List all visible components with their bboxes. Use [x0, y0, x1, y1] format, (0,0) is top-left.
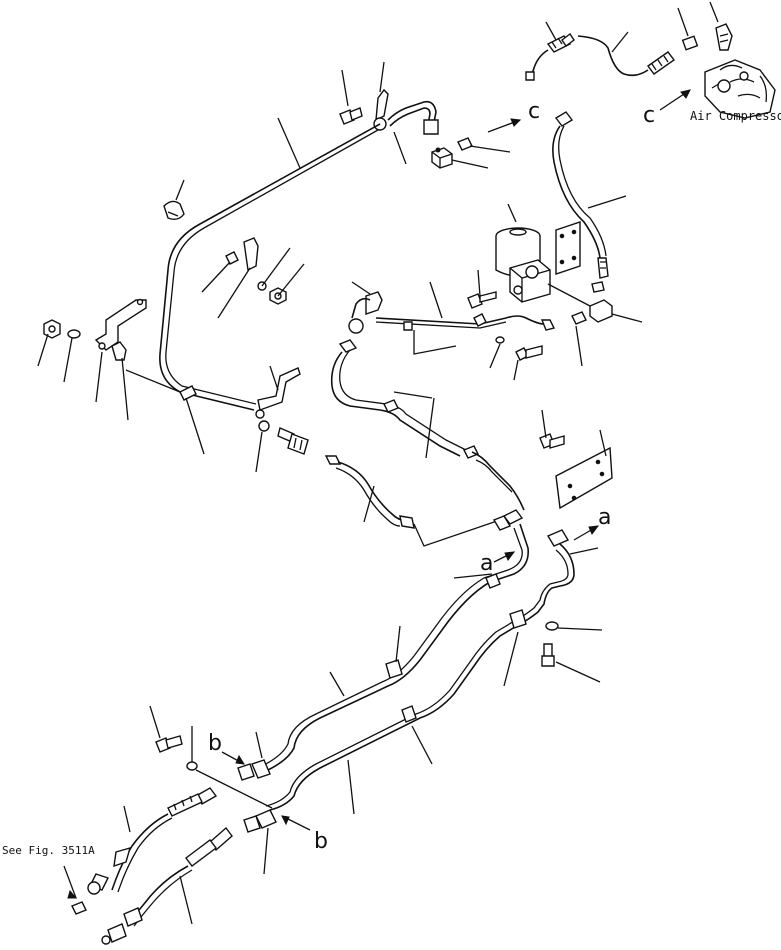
hose-lower-center [324, 455, 501, 547]
ref-b-upper-letter: b [208, 731, 222, 756]
air-compressor [704, 59, 776, 119]
valve-body [509, 259, 551, 303]
see-fig-label: See Fig. 3511A [2, 844, 95, 857]
hose-end-top-left [525, 21, 575, 81]
ref-b-lower-letter: b [314, 829, 328, 854]
elbow-upper-center [348, 281, 383, 334]
hose-fitting-top-right [577, 31, 675, 77]
bolt-washer-group-left [201, 237, 305, 319]
clamp-left-top [163, 179, 185, 221]
hose-fitting-middle-left [277, 427, 309, 455]
pipe-long-lower-lower [265, 529, 599, 815]
washer-lower-left [186, 726, 273, 809]
plug-top-middle [457, 137, 511, 153]
clip-mid-left [125, 369, 205, 455]
ref-c-left-letter: c [528, 99, 540, 124]
bracket-plate-right [555, 429, 613, 510]
bolt-lower-left [149, 705, 183, 753]
valve-block-small [431, 147, 489, 169]
nut-left [37, 319, 61, 367]
bracket-top [375, 61, 389, 122]
pipe-long-lower-upper [261, 523, 530, 771]
see-fig-reference: See Fig. 3511A [2, 844, 95, 915]
hose-lower-left-upper [87, 787, 218, 895]
washer-bolt-center [489, 336, 543, 381]
ref-a-right-letter: a [598, 505, 611, 530]
clamp-right-small [453, 515, 512, 579]
hose-right-vertical [552, 111, 627, 279]
air-compressor-label: Air Compressor [690, 109, 781, 123]
hose-center-s [330, 339, 525, 525]
bolt-right-bracket [539, 409, 565, 449]
bracket-middle-left [255, 365, 301, 473]
fitting-right-of-valve [547, 281, 643, 367]
fitting-b-lower [243, 809, 277, 875]
elbow-tube-top [373, 100, 439, 165]
mounting-plate-right [555, 221, 581, 275]
long-pipe-top-left [159, 117, 381, 411]
ref-a-right: a [573, 505, 611, 541]
ref-b-lower: b [281, 815, 328, 854]
hose-mid-to-valve [375, 281, 556, 355]
ref-a-left: a [480, 551, 516, 576]
elbow-fitting-top-right [709, 1, 733, 51]
hose-lower-left-lower [101, 826, 233, 945]
connector-top-right [677, 7, 699, 51]
bolt-center [467, 269, 497, 309]
ref-c-right: c [643, 89, 691, 128]
washer-bolt-lower-right [541, 621, 603, 683]
washer-left [63, 329, 81, 383]
ref-c-left: c [487, 99, 540, 133]
bushing-left [111, 341, 129, 421]
ref-a-left-letter: a [480, 551, 493, 576]
ref-b-upper: b [208, 731, 245, 765]
ref-c-right-letter: c [643, 103, 655, 128]
fitting-b-upper [237, 731, 271, 781]
bolt-top-left [339, 69, 363, 125]
